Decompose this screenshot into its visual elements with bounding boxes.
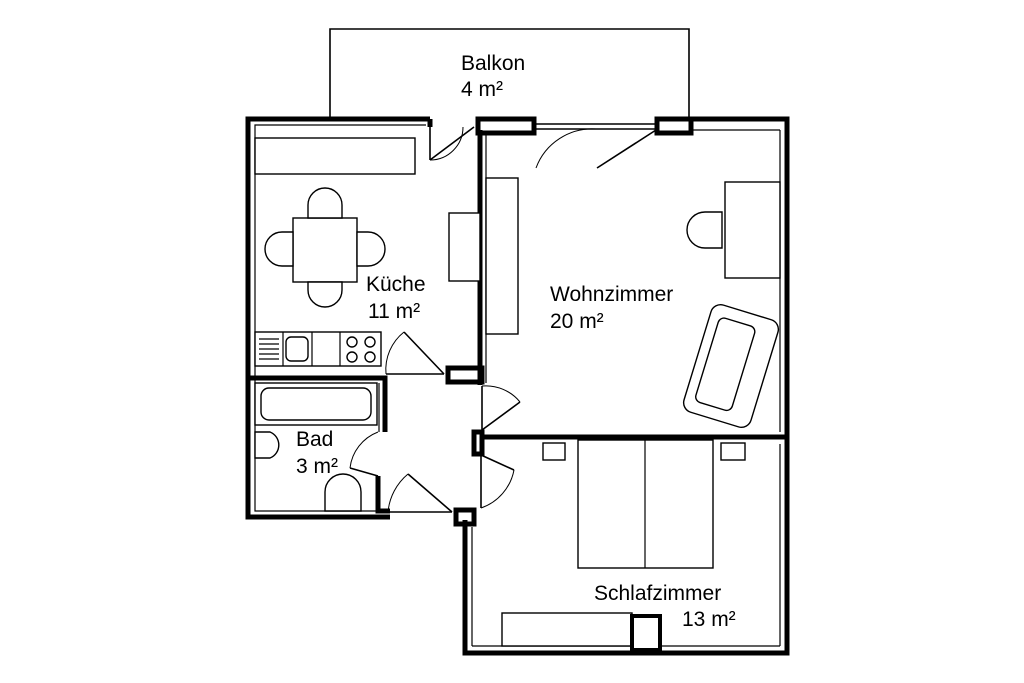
kitchen-furniture — [254, 137, 481, 367]
schlafzimmer-name-label: Schlafzimmer — [594, 582, 721, 605]
balkon-area-label: 4 m² — [461, 78, 503, 101]
balkon-name-label: Balkon — [461, 52, 525, 75]
balcony — [329, 28, 690, 118]
bathroom-furniture — [254, 382, 378, 512]
kueche-area-label: 11 m² — [368, 300, 420, 323]
wohnzimmer-area-label: 20 m² — [550, 310, 604, 333]
bad-name-label: Bad — [296, 428, 333, 451]
bedroom-furniture — [501, 439, 746, 652]
wohnzimmer-name-label: Wohnzimmer — [550, 283, 673, 306]
living-furniture — [485, 177, 781, 428]
schlafzimmer-area-label: 13 m² — [682, 608, 736, 631]
kueche-name-label: Küche — [366, 273, 426, 296]
bad-area-label: 3 m² — [296, 455, 338, 478]
room-labels: Balkon 4 m² Küche 11 m² Wohnzimmer 20 m²… — [296, 52, 736, 631]
doors — [349, 123, 657, 513]
